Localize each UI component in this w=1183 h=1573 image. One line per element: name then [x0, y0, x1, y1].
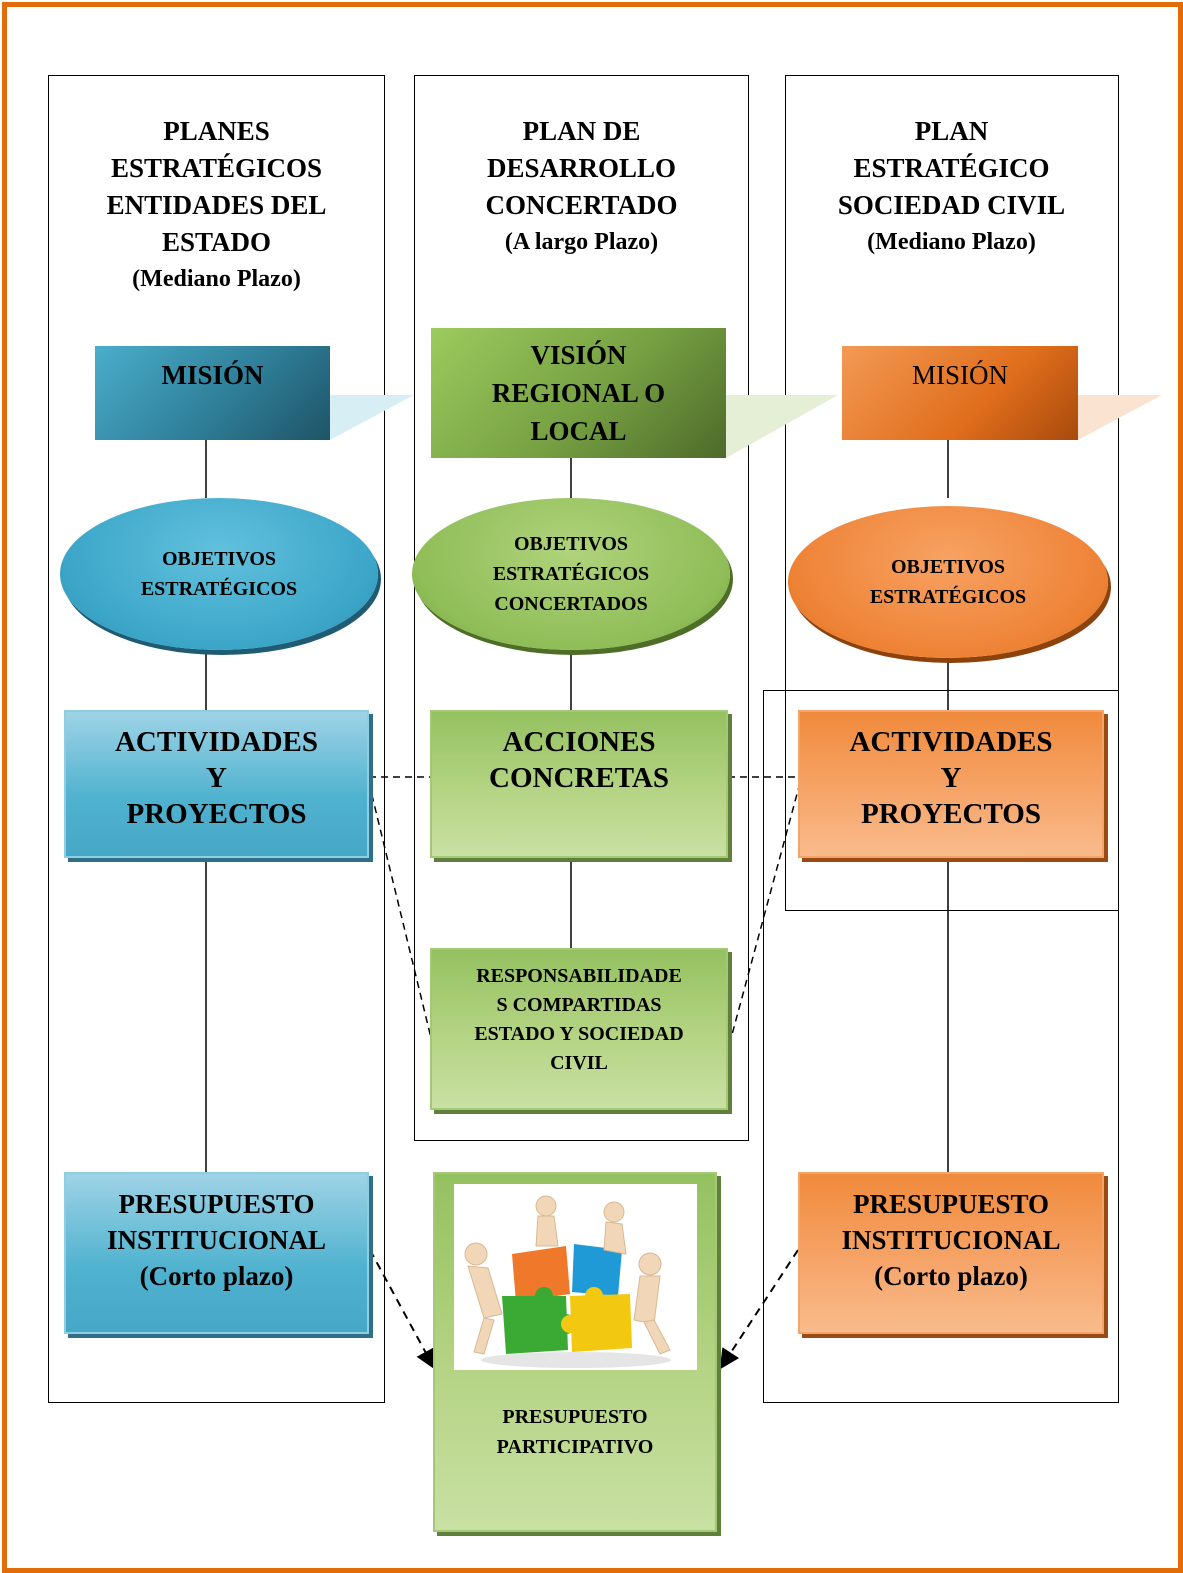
- activities-line: Y: [206, 762, 227, 794]
- right-column-subtitle: (Mediano Plazo): [867, 229, 1036, 255]
- puzzle-teamwork-image: [454, 1184, 697, 1370]
- budget-line: INSTITUCIONAL: [106, 1225, 327, 1255]
- activities-line: Y: [940, 762, 962, 794]
- title-line: PLAN: [914, 116, 989, 146]
- center-vision-box: VISIÓN REGIONAL O LOCAL: [431, 328, 726, 458]
- objectives-line: ESTRATÉGICOS: [140, 578, 298, 600]
- activities-line: ACTIVIDADES: [849, 726, 1053, 758]
- participatory-line: PRESUPUESTO: [502, 1406, 648, 1428]
- actions-line: ACCIONES: [502, 726, 656, 758]
- left-column-subtitle: (Mediano Plazo): [132, 266, 301, 292]
- center-actions-box: ACCIONES CONCRETAS: [430, 710, 728, 858]
- objectives-line: ESTRATÉGICOS: [492, 563, 650, 585]
- objectives-line: ESTRATÉGICOS: [869, 586, 1027, 608]
- actions-line: CONCRETAS: [489, 762, 669, 794]
- left-mission-box: MISIÓN: [95, 346, 330, 440]
- center-column-title: PLAN DE DESARROLLO CONCERTADO (A largo P…: [425, 113, 738, 261]
- activities-line: PROYECTOS: [861, 798, 1041, 830]
- right-header-tail: [1078, 395, 1162, 440]
- dash-left-shared: [368, 782, 433, 1043]
- arrow-right-budget: [719, 1249, 799, 1370]
- budget-line: (Corto plazo): [139, 1261, 294, 1291]
- budget-line: PRESUPUESTO: [852, 1189, 1050, 1219]
- title-line: SOCIEDAD CIVIL: [837, 190, 1066, 220]
- left-budget-box: PRESUPUESTO INSTITUCIONAL (Corto plazo): [64, 1172, 369, 1334]
- shared-line: ESTADO Y SOCIEDAD: [474, 1023, 684, 1045]
- title-line: ESTADO: [161, 227, 272, 257]
- title-line: CONCERTADO: [485, 190, 678, 220]
- title-line: PLANES: [163, 116, 270, 146]
- title-line: ESTRATÉGICO: [853, 153, 1050, 183]
- center-objectives-ellipse: OBJETIVOS ESTRATÉGICOS CONCERTADOS: [412, 498, 730, 650]
- participatory-line: PARTICIPATIVO: [496, 1436, 654, 1458]
- budget-line: INSTITUCIONAL: [841, 1225, 1061, 1255]
- arrow-left-budget: [369, 1249, 435, 1370]
- shared-responsibilities-box: RESPONSABILIDADE S COMPARTIDAS ESTADO Y …: [430, 948, 728, 1110]
- activities-line: PROYECTOS: [126, 798, 307, 830]
- dash-right-shared: [729, 782, 801, 1043]
- right-budget-box: PRESUPUESTO INSTITUCIONAL (Corto plazo): [798, 1172, 1104, 1334]
- right-column-title: PLAN ESTRATÉGICO SOCIEDAD CIVIL (Mediano…: [795, 113, 1108, 261]
- right-activities-box: ACTIVIDADES Y PROYECTOS: [798, 710, 1104, 858]
- title-line: DESARROLLO: [486, 153, 677, 183]
- shared-line: RESPONSABILIDADE: [476, 965, 682, 987]
- left-mission-label: MISIÓN: [161, 360, 264, 390]
- civil-society-activities-frame: [763, 690, 1119, 1403]
- center-header-tail: [726, 395, 838, 458]
- objectives-line: OBJETIVOS: [890, 556, 1006, 578]
- center-column-subtitle: (A largo Plazo): [504, 229, 659, 255]
- objectives-line: OBJETIVOS: [513, 533, 629, 555]
- vision-line: LOCAL: [530, 416, 627, 446]
- title-line: ENTIDADES DEL: [106, 190, 327, 220]
- title-line: ESTRATÉGICOS: [110, 153, 323, 183]
- shared-line: S COMPARTIDAS: [496, 994, 662, 1016]
- left-activities-box: ACTIVIDADES Y PROYECTOS: [64, 710, 369, 858]
- shared-line: CIVIL: [550, 1052, 608, 1074]
- left-column-title: PLANES ESTRATÉGICOS ENTIDADES DEL ESTADO…: [60, 113, 373, 298]
- vision-line: REGIONAL O: [491, 378, 666, 408]
- left-header-tail: [330, 395, 414, 440]
- right-objectives-ellipse: OBJETIVOS ESTRATÉGICOS: [788, 506, 1108, 658]
- objectives-line: OBJETIVOS: [161, 548, 277, 570]
- left-objectives-ellipse: OBJETIVOS ESTRATÉGICOS: [60, 498, 378, 650]
- right-mission-label: MISIÓN: [911, 360, 1008, 390]
- activities-line: ACTIVIDADES: [114, 726, 319, 758]
- budget-line: PRESUPUESTO: [118, 1189, 315, 1219]
- vision-line: VISIÓN: [530, 340, 627, 370]
- budget-line: (Corto plazo): [874, 1261, 1028, 1291]
- objectives-line: CONCERTADOS: [494, 593, 648, 615]
- right-mission-box: MISIÓN: [842, 346, 1078, 440]
- title-line: PLAN DE: [522, 116, 641, 146]
